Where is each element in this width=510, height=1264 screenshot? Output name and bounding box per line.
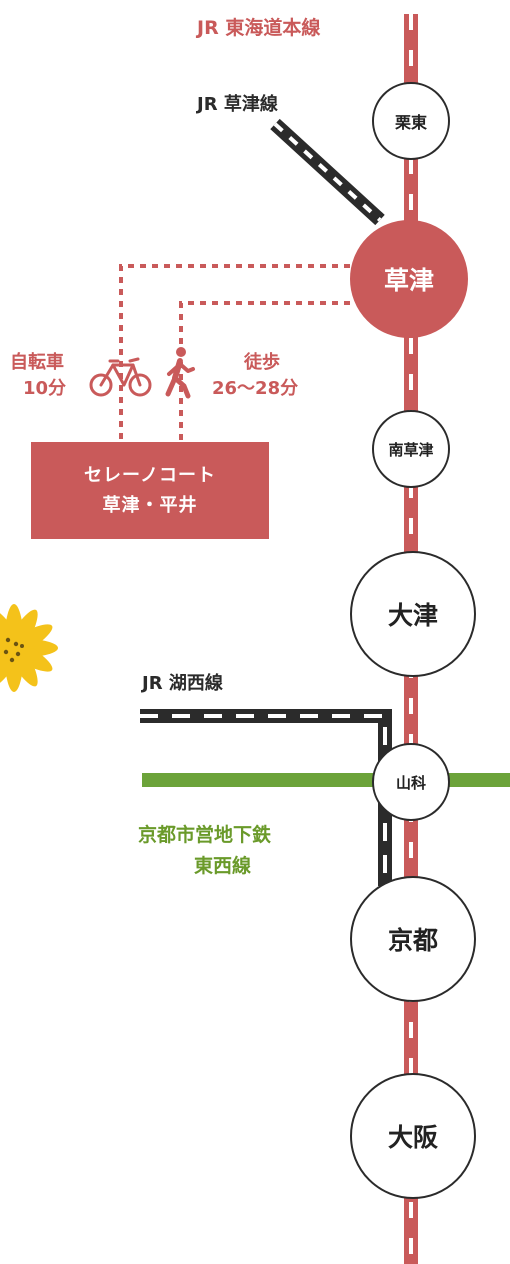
station-osaka: 大阪 bbox=[350, 1073, 476, 1199]
station-kusatsu: 草津 bbox=[350, 220, 468, 338]
flower-decoration-icon bbox=[0, 604, 58, 692]
walk-label: 徒歩 bbox=[244, 352, 280, 373]
kosei-line-label: JR 湖西線 bbox=[142, 673, 223, 694]
subway-line-track bbox=[142, 773, 510, 787]
station-otsu: 大津 bbox=[350, 551, 476, 677]
destination-box: セレーノコート 草津・平井 bbox=[31, 442, 269, 539]
bicycle-label: 自転車 bbox=[10, 352, 64, 373]
subway-line-label-1: 京都市営地下鉄 bbox=[138, 824, 272, 846]
kusatsu-line-track bbox=[270, 118, 385, 226]
access-routes bbox=[119, 264, 350, 442]
walking-person-icon bbox=[165, 347, 195, 399]
kusatsu-line-label: JR 草津線 bbox=[197, 94, 278, 115]
kosei-line-track bbox=[140, 709, 392, 886]
bicycle-icon bbox=[89, 357, 152, 397]
station-kyoto: 京都 bbox=[350, 876, 476, 1002]
station-minami-kusatsu: 南草津 bbox=[372, 410, 450, 488]
tokaido-line-label: JR 東海道本線 bbox=[197, 17, 321, 39]
subway-line-label-2: 東西線 bbox=[194, 855, 252, 877]
destination-area: 草津・平井 bbox=[102, 494, 198, 516]
station-rittou: 栗東 bbox=[372, 82, 450, 160]
station-yamashina: 山科 bbox=[372, 743, 450, 821]
bicycle-time: 10分 bbox=[23, 378, 67, 399]
walk-time: 26〜28分 bbox=[212, 378, 299, 399]
destination-name: セレーノコート bbox=[84, 464, 216, 486]
